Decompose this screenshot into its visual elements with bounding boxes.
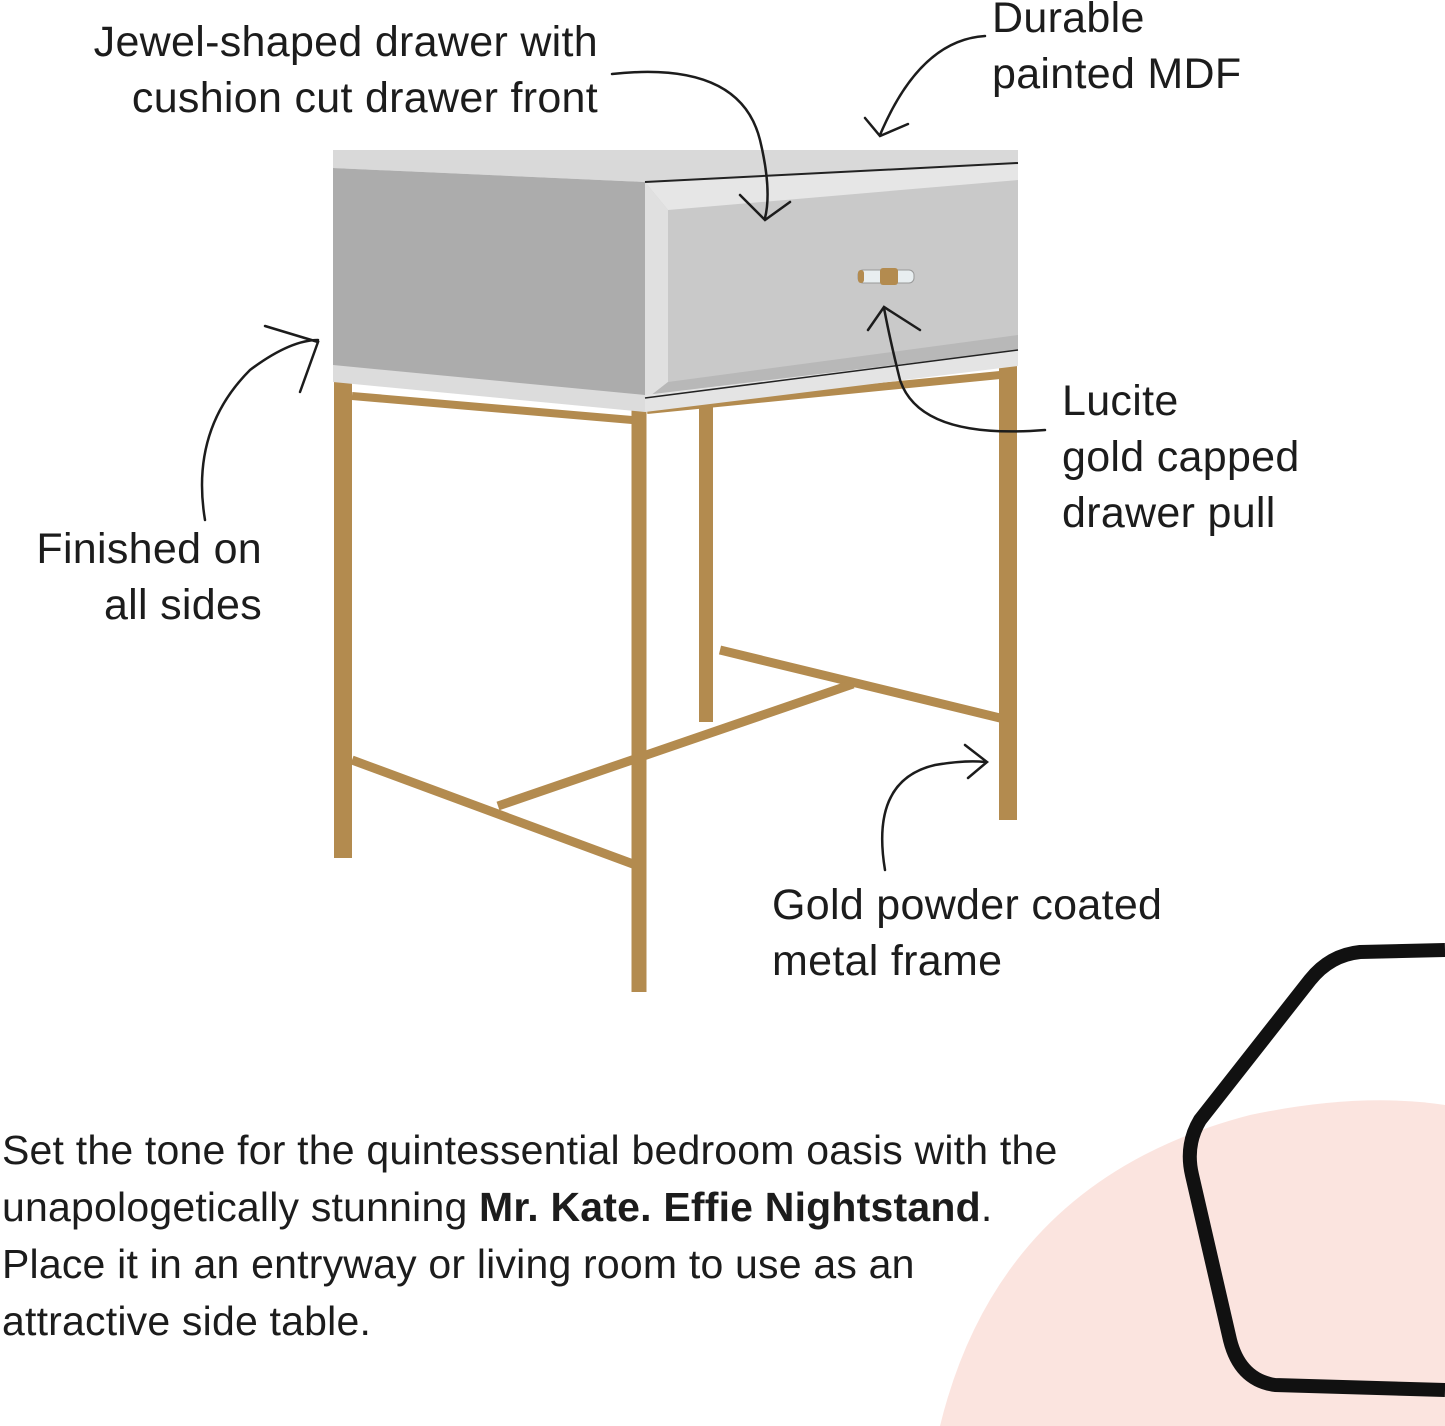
callout-arrows (200, 34, 1047, 872)
callout-sides-line: Finished on (36, 525, 262, 573)
gold-metal-frame (334, 364, 1017, 992)
arrow-pull-icon (866, 305, 1047, 433)
callout-pull: Lucite gold capped drawer pull (1062, 373, 1300, 541)
product-description: Set the tone for the quintessential bedr… (2, 1122, 1082, 1350)
pink-blob-decoration (940, 1100, 1445, 1426)
callout-pull-line: Lucite (1062, 377, 1179, 425)
callout-drawer-line: cushion cut drawer front (131, 74, 598, 122)
callout-pull-line: drawer pull (1062, 489, 1276, 537)
arrow-mdf-icon (863, 34, 987, 138)
black-outline-decoration (1182, 943, 1445, 1397)
callout-mdf-line: Durable (992, 0, 1145, 42)
callout-mdf: Durable painted MDF (992, 0, 1241, 102)
arrow-drawer-icon (610, 70, 792, 222)
callout-sides: Finished on all sides (36, 521, 262, 633)
callout-frame: Gold powder coated metal frame (772, 877, 1162, 989)
product-name: Mr. Kate. Effie Nightstand (479, 1184, 981, 1230)
arrow-frame-icon (881, 743, 989, 872)
drawer-pull (857, 268, 915, 285)
callout-drawer: Jewel-shaped drawer with cushion cut dra… (94, 14, 598, 126)
nightstand-body (333, 150, 1019, 412)
callout-frame-line: Gold powder coated (772, 881, 1163, 929)
description-text: Set the tone for the quintessential bedr… (2, 1127, 1058, 1230)
callout-sides-line: all sides (103, 581, 262, 629)
callout-frame-line: metal frame (772, 937, 1003, 985)
callout-mdf-line: painted MDF (992, 50, 1242, 98)
callout-drawer-line: Jewel-shaped drawer with (93, 18, 598, 66)
arrow-sides-icon (200, 324, 320, 522)
callout-pull-line: gold capped (1062, 433, 1300, 481)
description-text: . Place it in an entryway or living room… (2, 1184, 993, 1344)
